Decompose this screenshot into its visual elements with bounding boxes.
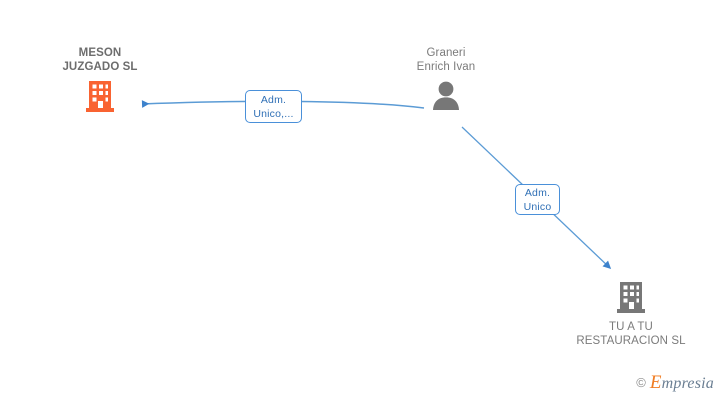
copyright-icon: © xyxy=(636,375,646,390)
watermark: © Empresia xyxy=(636,373,714,392)
node-company-tuatu[interactable]: TU A TU RESTAURACION SL xyxy=(561,281,701,348)
node-label-graneri: Graneri Enrich Ivan xyxy=(416,47,476,73)
node-person-graneri[interactable]: Graneri Enrich Ivan xyxy=(376,46,516,110)
edge-label-tuatu-line2: Unico xyxy=(523,200,552,213)
building-icon xyxy=(86,81,114,112)
node-label-meson: MESON JUZGADO SL xyxy=(62,47,138,73)
edge-label-tuatu-line1: Adm. xyxy=(524,186,551,199)
brand-name: Empresia xyxy=(650,373,714,392)
edge-label-meson[interactable]: Adm. Unico,... xyxy=(245,90,302,123)
brand-initial: E xyxy=(649,372,662,393)
edge-label-meson-line1: Adm. xyxy=(260,93,287,106)
edge-label-meson-line2: Unico,... xyxy=(253,107,294,120)
edge-label-tuatu[interactable]: Adm. Unico xyxy=(515,184,560,215)
brand-rest: mpresia xyxy=(661,375,714,392)
building-icon xyxy=(617,282,645,313)
node-label-tuatu: TU A TU RESTAURACION SL xyxy=(576,321,686,347)
node-company-meson[interactable]: MESON JUZGADO SL xyxy=(30,46,170,112)
person-icon xyxy=(433,81,459,110)
